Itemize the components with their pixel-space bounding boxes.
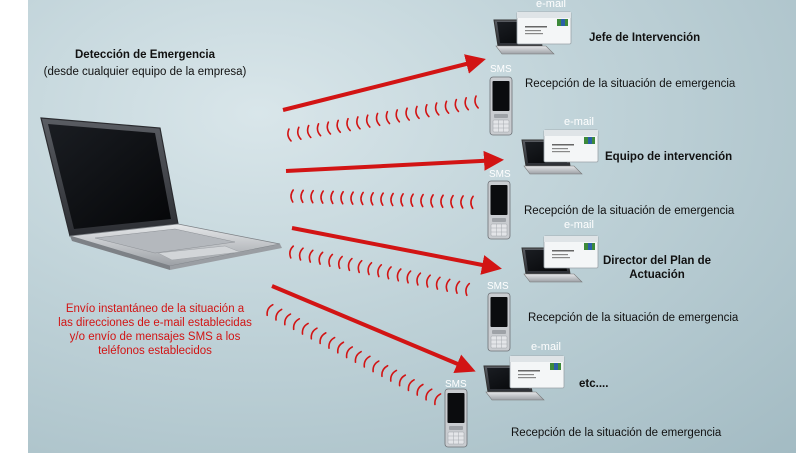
phone-icon bbox=[487, 180, 511, 240]
recipient-reception: Recepción de la situación de emergencia bbox=[525, 78, 736, 90]
recipient-name: Equipo de intervención bbox=[605, 151, 733, 163]
recipient-name: etc.... bbox=[579, 378, 609, 390]
main-laptop-icon bbox=[40, 117, 282, 270]
note-line: y/o envío de mensajes SMS a los bbox=[69, 331, 241, 343]
sms-label: SMS bbox=[445, 379, 467, 390]
email-label: e-mail bbox=[564, 116, 594, 128]
sms-label: SMS bbox=[487, 281, 509, 292]
email-arrows bbox=[271, 54, 504, 374]
email-label: e-mail bbox=[564, 219, 594, 231]
email-label: e-mail bbox=[531, 341, 561, 353]
note-line: las direcciones de e-mail establecidas bbox=[58, 317, 252, 329]
phone-icon bbox=[489, 76, 513, 136]
source-title: Detección de Emergencia bbox=[75, 49, 215, 61]
phone-icon bbox=[487, 292, 511, 352]
sms-wave-1 bbox=[287, 95, 479, 142]
recipient-reception: Recepción de la situación de emergencia bbox=[524, 205, 735, 217]
email-arrow-1 bbox=[282, 54, 486, 112]
email-card-icon bbox=[543, 235, 599, 269]
recipient-name: Director del Plan de bbox=[602, 255, 711, 267]
recipient-reception: Recepción de la situación de emergencia bbox=[528, 312, 739, 324]
email-arrow-4 bbox=[271, 284, 476, 374]
email-card-icon bbox=[543, 129, 599, 163]
email-card-icon bbox=[509, 355, 565, 389]
sms-label: SMS bbox=[490, 64, 512, 75]
sms-signal-waves bbox=[266, 95, 479, 406]
recipient-name: Actuación bbox=[629, 269, 685, 281]
email-card-icon bbox=[516, 11, 572, 45]
recipient-reception: Recepción de la situación de emergencia bbox=[511, 427, 722, 439]
sms-label: SMS bbox=[489, 169, 511, 180]
email-arrow-2 bbox=[285, 150, 504, 173]
recipient-name: Jefe de Intervención bbox=[589, 32, 701, 44]
note-line: teléfonos establecidos bbox=[98, 345, 212, 357]
phone-icon bbox=[444, 388, 468, 448]
email-label: e-mail bbox=[536, 0, 566, 10]
sms-wave-4 bbox=[266, 303, 442, 406]
email-arrow-3 bbox=[291, 226, 502, 275]
sms-wave-3 bbox=[289, 245, 471, 297]
source-subtitle: (desde cualquier equipo de la empresa) bbox=[43, 66, 247, 78]
sms-wave-2 bbox=[290, 189, 474, 210]
note-line: Envío instantáneo de la situación a bbox=[65, 303, 245, 315]
